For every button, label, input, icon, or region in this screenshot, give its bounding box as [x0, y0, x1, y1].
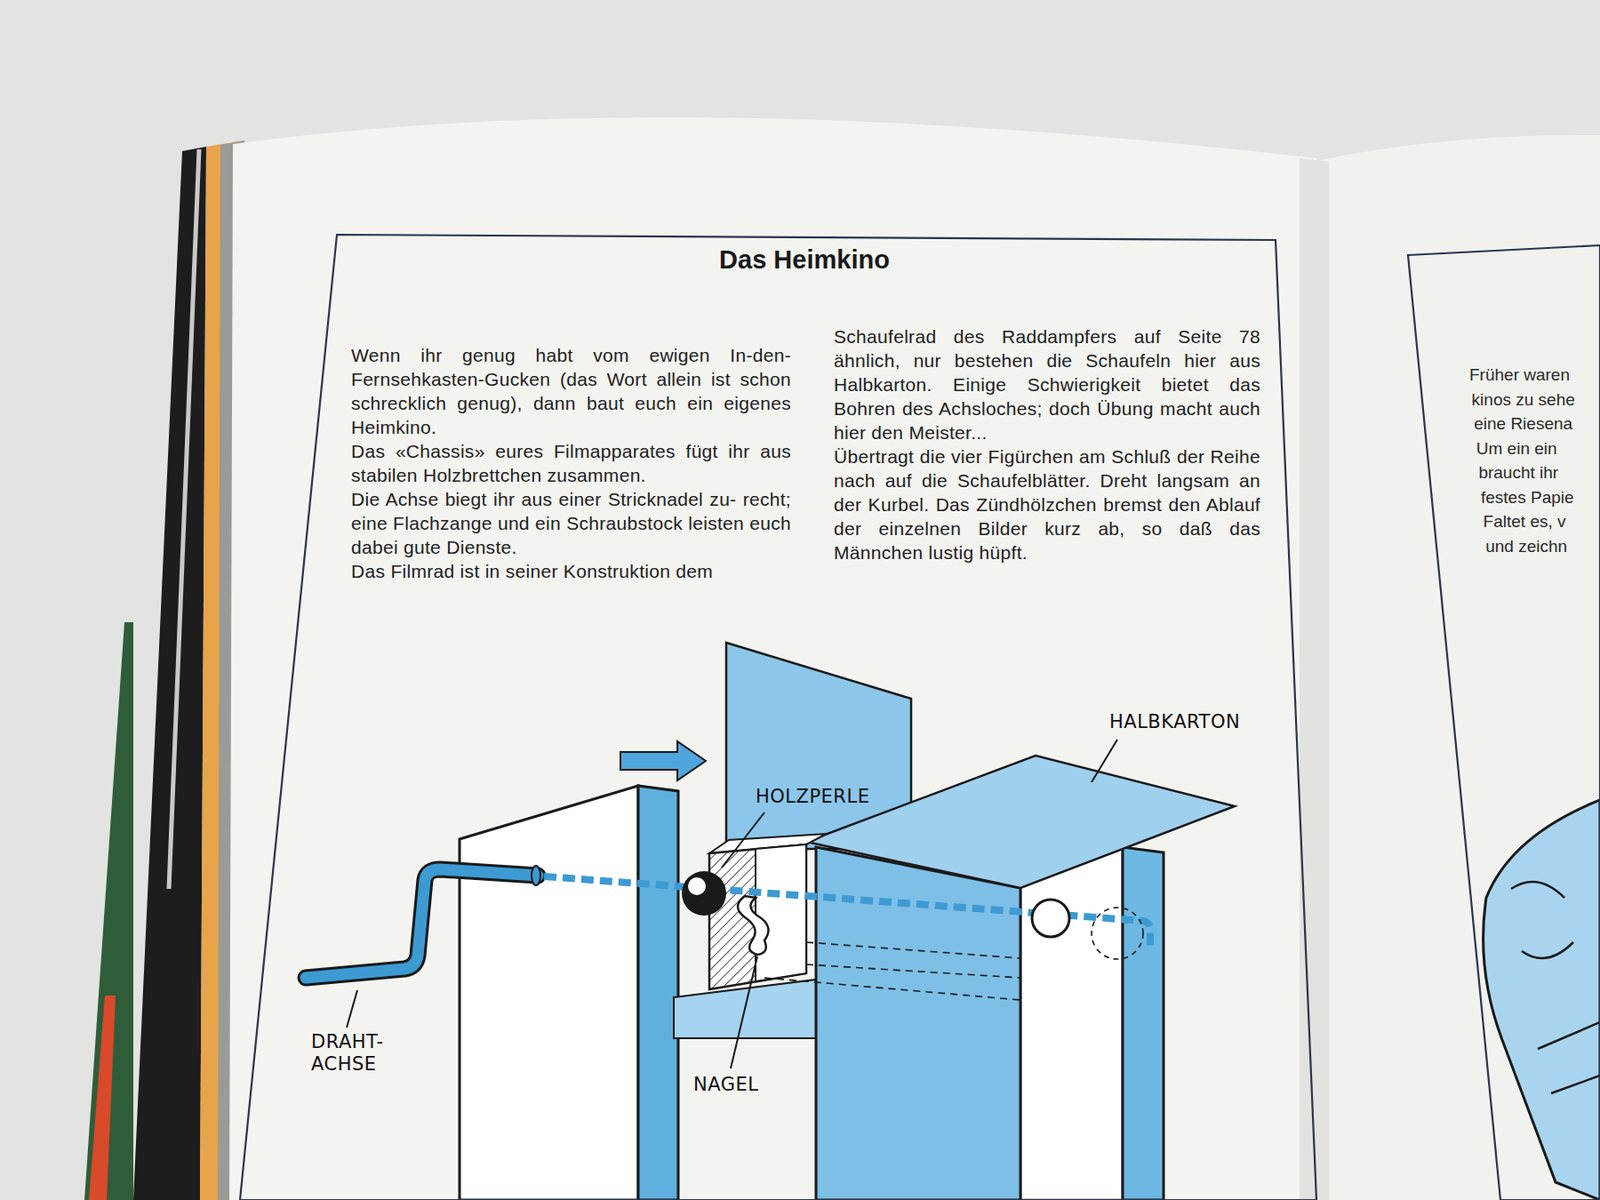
wood-bead [681, 871, 727, 916]
frame-outline [1408, 245, 1600, 1200]
text-line: kinos zu sehe [1472, 389, 1576, 411]
illustration-part [730, 956, 758, 1069]
illustration-part [346, 990, 358, 1028]
part-label: HOLZPERLE [755, 785, 870, 808]
board-edge [638, 785, 679, 1200]
card-sheet [806, 755, 1235, 888]
bead-highlight [688, 877, 706, 896]
body-paragraph: Das Filmrad ist in seiner Konstruktion d… [351, 559, 792, 584]
body-paragraph: Wenn ihr genug habt vom ewigen In-den- F… [351, 343, 792, 440]
gutter-shadow [1299, 158, 1329, 1200]
body-paragraph: Schaufelrad des Raddampfers auf Seite 78… [833, 324, 1261, 445]
right-page [1313, 135, 1600, 1200]
side-board [1020, 847, 1123, 1200]
illustration-part [1019, 888, 1022, 978]
right-figure [1483, 800, 1600, 1200]
wire-axle-hidden [544, 876, 1151, 946]
right-figure-detail [1511, 881, 1600, 1094]
direction-arrow [620, 741, 706, 781]
nail [737, 896, 769, 955]
page-title: Das Heimkino [293, 245, 1316, 275]
wire-axle-outline [305, 869, 538, 978]
illustration-part [806, 964, 1021, 978]
body-paragraph: Die Achse biegt ihr aus einer Stricknade… [351, 487, 792, 560]
hidden-bead [1091, 907, 1144, 960]
frame-border [1408, 245, 1600, 1200]
text-line: Früher waren [1469, 364, 1570, 386]
cover-colour [88, 995, 116, 1200]
board-edge [1122, 847, 1164, 1200]
text-frame: Früher waren kinos zu seheeine Riesena Um … [1408, 245, 1600, 1200]
book-cover [133, 146, 207, 1200]
part-label: DRAHT- ACHSE [311, 1031, 400, 1076]
frame-border [240, 234, 1317, 1200]
wire-axle [305, 869, 538, 978]
hidden-lines [764, 888, 1021, 1000]
text-column: Schaufelrad des Raddampfers auf Seite 78… [833, 324, 1261, 565]
wood-bead [1032, 899, 1070, 937]
text-line: eine Riesena [1473, 413, 1573, 435]
text-line: Um ein ein [1476, 438, 1558, 460]
body-paragraph: Übertragt die vier Figürchen am Schluß d… [833, 444, 1261, 565]
body-paragraph: Das «Chassis» eures Filmapparates fügt i… [351, 439, 792, 488]
leader-lines [346, 739, 1118, 1069]
axle-ring [531, 865, 541, 886]
text-line: und zeichn [1485, 536, 1568, 558]
text-line: Faltet es, v [1483, 511, 1567, 533]
illustration-part [764, 977, 1021, 1000]
text-line: festes Papie [1480, 487, 1575, 509]
hub-face [755, 844, 807, 982]
illustration-part [806, 942, 1021, 959]
left-page [229, 117, 1317, 1200]
illustration-part [1091, 739, 1118, 783]
cover-colour [84, 622, 134, 1200]
part-label: NAGEL [693, 1073, 759, 1096]
spine-edge [168, 149, 200, 889]
illustration-part [721, 812, 765, 868]
side-board [459, 785, 639, 1200]
text-line: braucht ihr [1478, 462, 1559, 484]
part-label: HALBKARTON [1109, 711, 1240, 734]
text-column: Wenn ihr genug habt vom ewigen In-den- F… [351, 343, 792, 584]
